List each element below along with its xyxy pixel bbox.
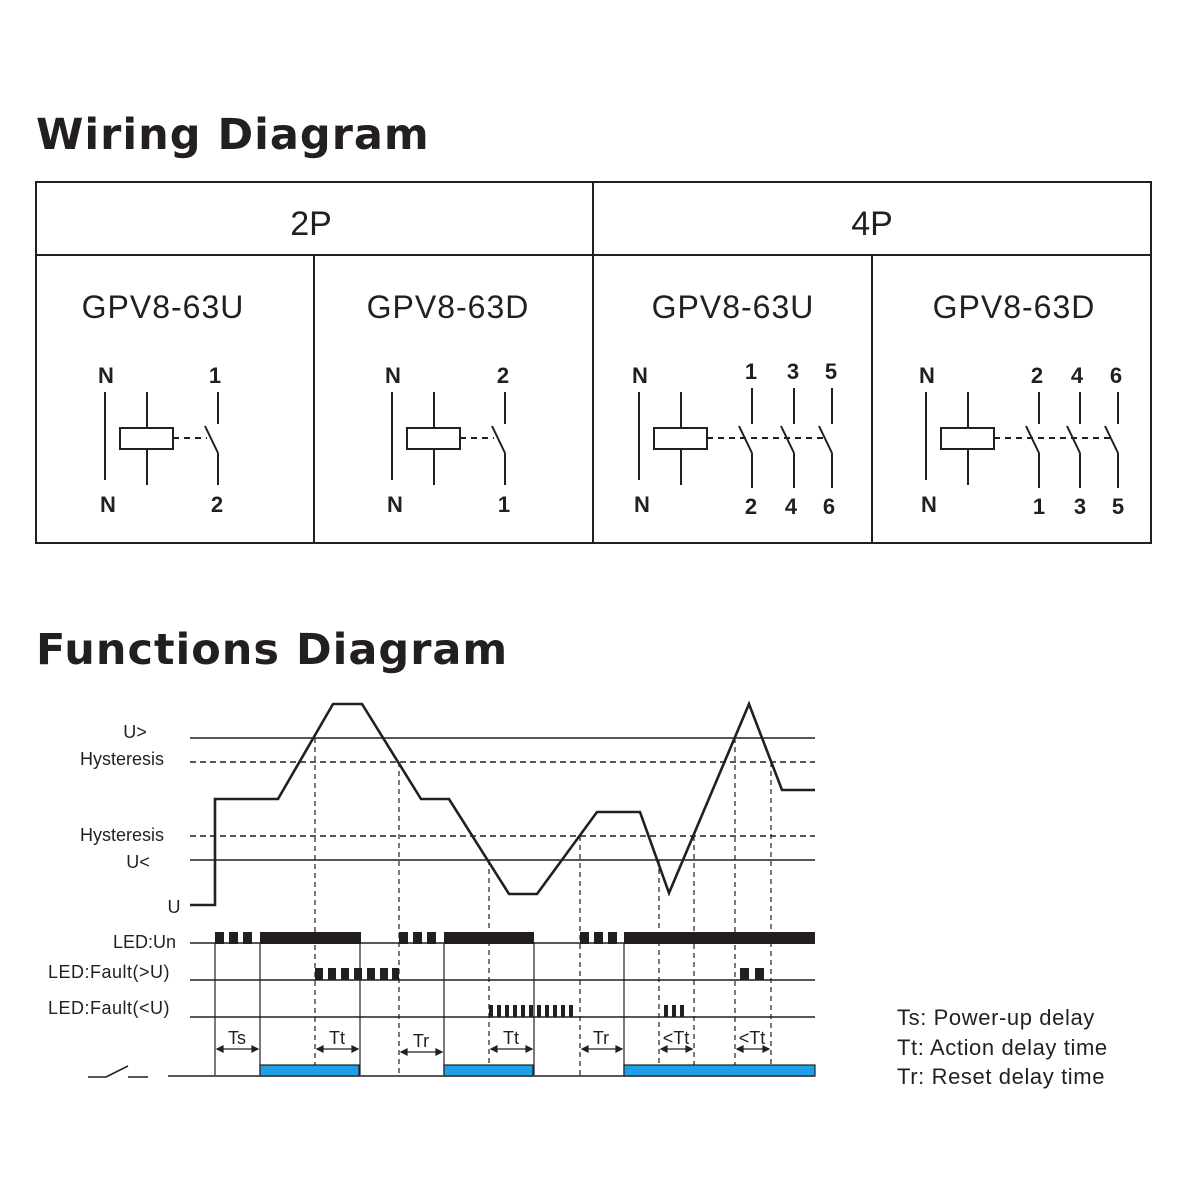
terminal-label-n-top: N bbox=[632, 363, 648, 388]
relay-symbol bbox=[104, 392, 219, 485]
terminal-label-n-top: N bbox=[919, 363, 935, 388]
terminal-label: 4 bbox=[785, 494, 798, 519]
model-name: GPV8-63D bbox=[367, 289, 530, 325]
terminal-label: 6 bbox=[1110, 363, 1122, 388]
terminal-label: 1 bbox=[498, 492, 510, 517]
terminal-label-n-bottom: N bbox=[921, 492, 937, 517]
terminal-label-n-top: N bbox=[385, 363, 401, 388]
wiring-cell-2p-u: GPV8-63U N N 1 2 bbox=[82, 289, 245, 517]
terminal-label-n-bottom: N bbox=[387, 492, 403, 517]
legend-item-tt: Tt: Action delay time bbox=[897, 1035, 1108, 1060]
relay-symbol bbox=[925, 392, 1119, 488]
terminal-label-n-bottom: N bbox=[100, 492, 116, 517]
model-name: GPV8-63U bbox=[82, 289, 245, 325]
terminal-label: 2 bbox=[497, 363, 509, 388]
terminal-label-n-bottom: N bbox=[634, 492, 650, 517]
model-name: GPV8-63U bbox=[652, 289, 815, 325]
terminal-label: 3 bbox=[787, 359, 799, 384]
terminal-label: 2 bbox=[211, 492, 223, 517]
legend-key: Tt bbox=[897, 1035, 918, 1060]
terminal-label-n-top: N bbox=[98, 363, 114, 388]
relay-symbol bbox=[391, 392, 506, 485]
terminal-label: 1 bbox=[745, 359, 757, 384]
legend-item-ts: Ts: Power-up delay bbox=[897, 1005, 1095, 1030]
group-label-2p: 2P bbox=[290, 205, 332, 243]
terminal-label: 5 bbox=[825, 359, 837, 384]
legend-desc: Action delay time bbox=[929, 1035, 1108, 1060]
terminal-label: 6 bbox=[823, 494, 835, 519]
wiring-cell-4p-d: GPV8-63D N N 2 4 6 1 3 5 bbox=[919, 289, 1124, 519]
legend-key: Ts bbox=[897, 1005, 921, 1030]
terminal-label: 1 bbox=[209, 363, 221, 388]
terminal-label: 4 bbox=[1071, 363, 1084, 388]
wiring-diagram-title: Wiring Diagram bbox=[36, 110, 430, 160]
legend-desc: Reset delay time bbox=[931, 1064, 1106, 1089]
legend-key: Tr bbox=[897, 1064, 919, 1089]
model-name: GPV8-63D bbox=[933, 289, 1096, 325]
legend-item-tr: Tr: Reset delay time bbox=[897, 1064, 1106, 1089]
functions-diagram-title: Functions Diagram bbox=[36, 625, 509, 675]
relay-symbol bbox=[638, 388, 833, 488]
legend-desc: Power-up delay bbox=[933, 1005, 1095, 1030]
terminal-label: 3 bbox=[1074, 494, 1086, 519]
terminal-label: 5 bbox=[1112, 494, 1124, 519]
terminal-label: 2 bbox=[745, 494, 757, 519]
terminal-label: 2 bbox=[1031, 363, 1043, 388]
terminal-label: 1 bbox=[1033, 494, 1045, 519]
wiring-cell-4p-u: GPV8-63U N N 1 3 5 2 4 6 bbox=[632, 289, 837, 519]
group-label-4p: 4P bbox=[851, 205, 893, 243]
wiring-cell-2p-d: GPV8-63D N N 2 1 bbox=[367, 289, 530, 517]
